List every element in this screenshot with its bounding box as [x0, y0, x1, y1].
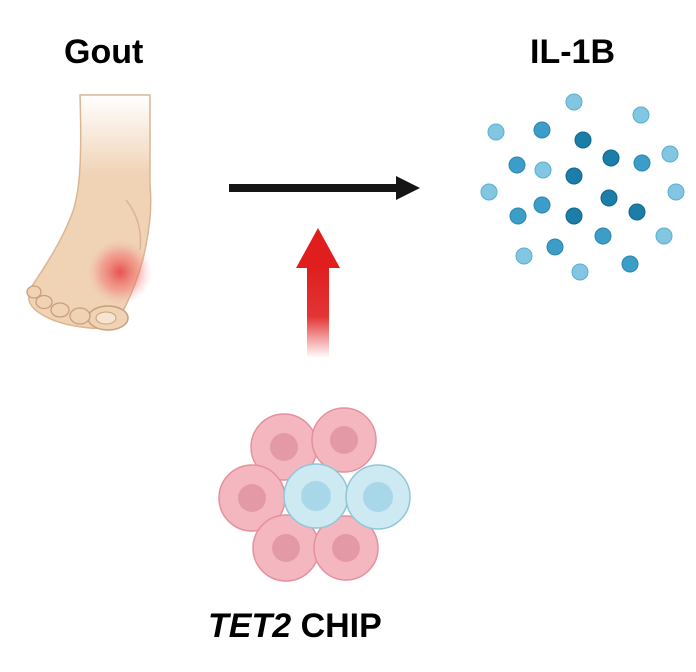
pink-cell	[313, 515, 379, 581]
gout-label: Gout	[64, 33, 144, 71]
il-1b-label: IL-1B	[530, 33, 615, 71]
toe-5	[26, 285, 42, 299]
cytokine-cluster-icon	[480, 93, 685, 281]
toe-2	[69, 307, 91, 325]
enhancing-arrow	[296, 228, 340, 358]
big-toe-nail	[95, 311, 117, 325]
tet2-chip-label: TET2 CHIP	[208, 606, 382, 646]
pink-cell	[250, 413, 318, 481]
tet2-gene-name: TET2	[208, 607, 292, 645]
pathway-arrow	[229, 176, 420, 200]
pink-cell	[311, 407, 377, 473]
toe-4	[35, 294, 53, 310]
inflammation-spot	[88, 240, 152, 304]
chip-text: CHIP	[291, 607, 382, 645]
cell-cluster-icon	[218, 407, 411, 582]
toe-3	[50, 302, 70, 318]
blue-cell	[283, 463, 349, 529]
foot-icon	[26, 94, 152, 331]
blue-cell	[345, 464, 411, 530]
ankle-shade	[125, 199, 142, 251]
